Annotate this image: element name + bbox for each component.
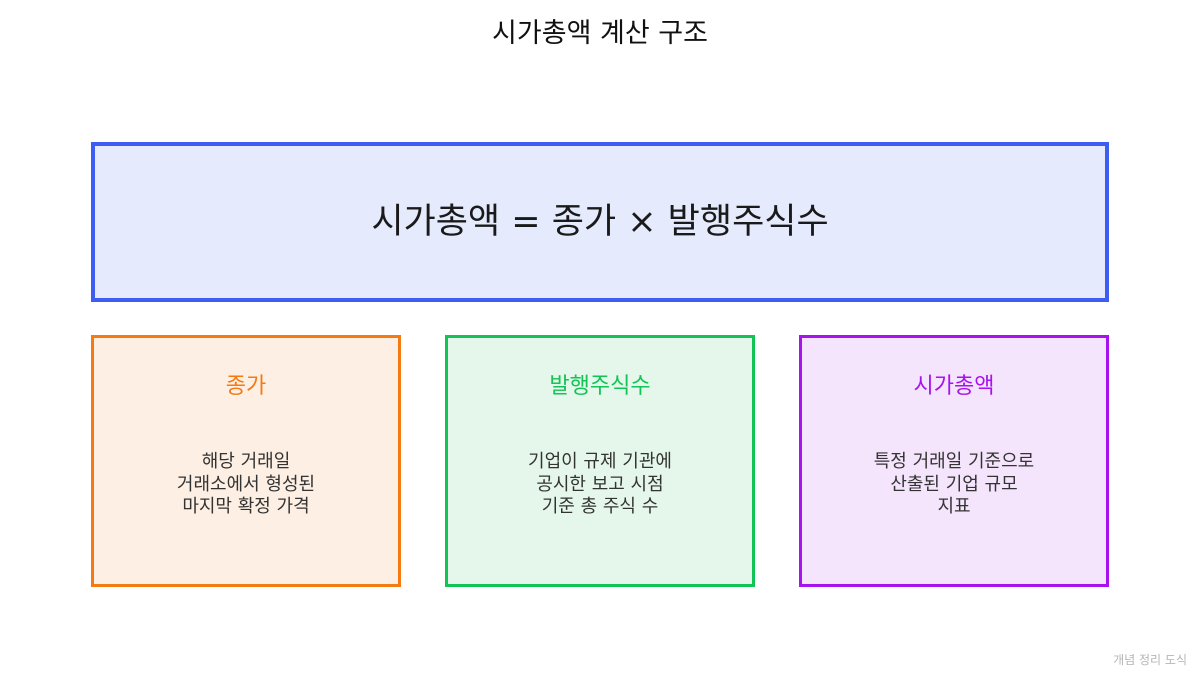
card-desc-line: 특정 거래일 기준으로	[873, 451, 1035, 472]
card-title-shares-outstanding: 발행주식수	[549, 374, 651, 399]
card-desc-market-cap: 특정 거래일 기준으로 산출된 기업 규모 지표	[802, 451, 1106, 519]
card-desc-line: 산출된 기업 규모	[890, 473, 1018, 495]
footer-caption: 개념 정리 도식	[1113, 653, 1187, 667]
card-desc-line: 해당 거래일	[201, 451, 291, 472]
card-desc-line: 기준 총 주식 수	[541, 496, 659, 517]
diagram-title: 시가총액 계산 구조	[492, 18, 708, 49]
card-market-cap: 시가총액 특정 거래일 기준으로 산출된 기업 규모 지표	[799, 335, 1109, 587]
card-desc-shares-outstanding: 기업이 규제 기관에 공시한 보고 시점 기준 총 주식 수	[448, 451, 752, 519]
card-desc-closing-price: 해당 거래일 거래소에서 형성된 마지막 확정 가격	[94, 451, 398, 519]
card-title-market-cap: 시가총액	[913, 374, 995, 399]
card-shares-outstanding: 발행주식수 기업이 규제 기관에 공시한 보고 시점 기준 총 주식 수	[445, 335, 755, 587]
card-closing-price: 종가 해당 거래일 거래소에서 형성된 마지막 확정 가격	[91, 335, 401, 587]
card-desc-line: 지표	[937, 496, 971, 517]
card-desc-line: 거래소에서 형성된	[176, 473, 316, 495]
formula-text: 시가총액 = 종가 × 발행주식수	[371, 202, 829, 242]
formula-box: 시가총액 = 종가 × 발행주식수	[91, 142, 1109, 302]
card-desc-line: 마지막 확정 가격	[182, 496, 310, 517]
card-title-closing-price: 종가	[225, 374, 267, 399]
card-desc-line: 기업이 규제 기관에	[528, 451, 672, 472]
card-desc-line: 공시한 보고 시점	[536, 473, 664, 495]
